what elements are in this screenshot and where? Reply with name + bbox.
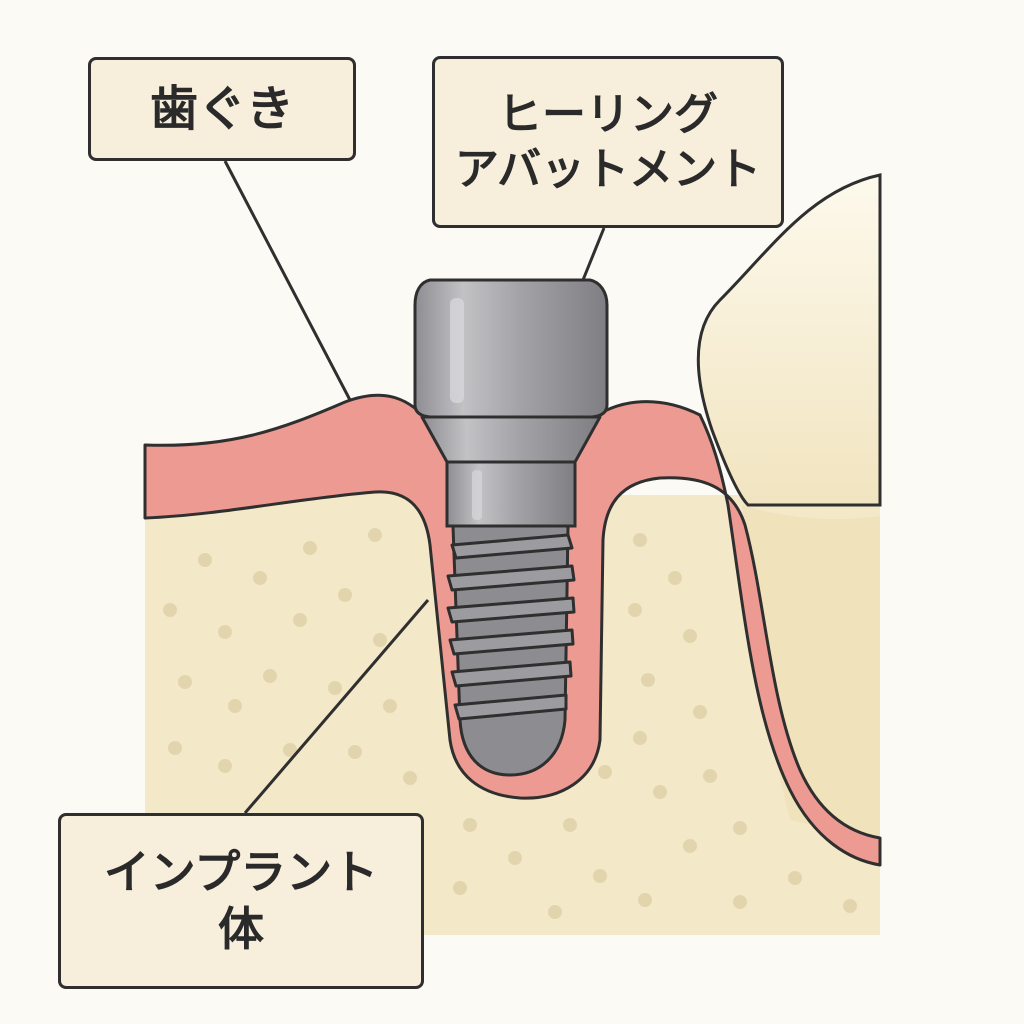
leader-line-abutment <box>581 227 606 281</box>
abutment-taper <box>420 415 602 464</box>
healing-abutment-cap <box>413 278 609 419</box>
implant-threads <box>446 533 576 721</box>
leader-line-gum <box>223 160 352 401</box>
cap-highlight <box>450 298 464 403</box>
leader-line-implant <box>243 599 430 814</box>
label-healing-abutment-line2: アバットメント <box>454 144 762 195</box>
label-gum: 歯ぐき <box>88 57 356 161</box>
label-healing-abutment: ヒーリング アバットメント <box>432 56 784 228</box>
label-implant-body: インプラント 体 <box>58 813 424 989</box>
label-implant-body-line1: インプラント <box>103 844 379 899</box>
collar-highlight <box>472 470 482 520</box>
label-gum-text: 歯ぐき <box>149 81 294 137</box>
bone-texture <box>163 528 857 919</box>
label-healing-abutment-line1: ヒーリング <box>498 89 718 140</box>
adjacent-tooth <box>696 173 882 507</box>
implant-collar <box>445 460 577 528</box>
label-implant-body-line2: 体 <box>218 902 264 956</box>
